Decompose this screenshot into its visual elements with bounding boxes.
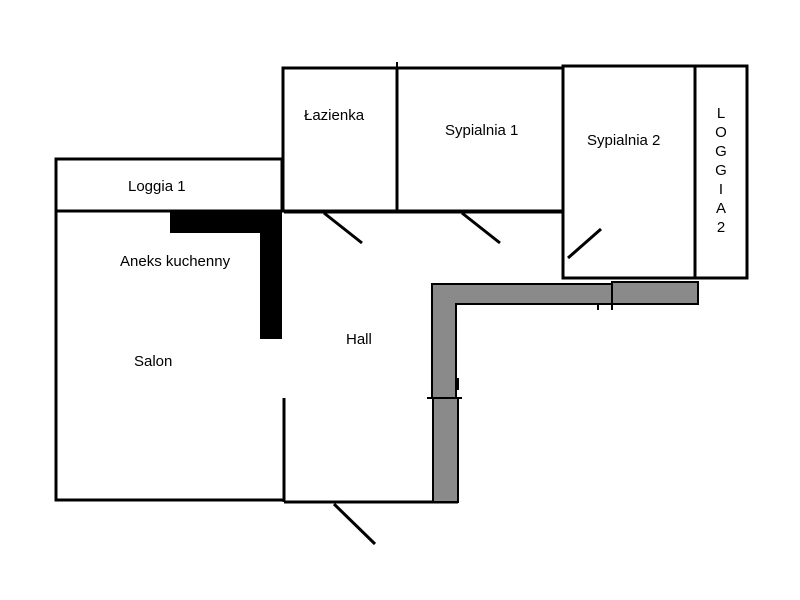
label-sypialnia-2: Sypialnia 2 [587, 132, 660, 149]
sypialnia-1-room [395, 66, 565, 213]
kitchen-wall-vertical [260, 211, 282, 339]
lazienka-room [281, 66, 399, 213]
salon-room-wall [54, 212, 284, 502]
gray-wall-right [611, 281, 699, 305]
label-lazienka: Łazienka [304, 107, 365, 124]
door-sypialnia-2 [567, 227, 602, 260]
label-sypialnia-1: Sypialnia 1 [445, 122, 518, 139]
door-lazienka [323, 211, 363, 245]
door-sypialnia-1 [461, 211, 501, 245]
kitchen-wall-horizontal [170, 211, 282, 233]
door-entrance [332, 502, 377, 546]
label-aneks-kuchenny: Aneks kuchenny [120, 253, 231, 270]
gray-wall-lower [432, 397, 459, 503]
label-hall: Hall [346, 331, 372, 348]
loggia-2-room [693, 64, 749, 280]
label-loggia-1: Loggia 1 [128, 178, 186, 195]
label-salon: Salon [134, 353, 172, 370]
